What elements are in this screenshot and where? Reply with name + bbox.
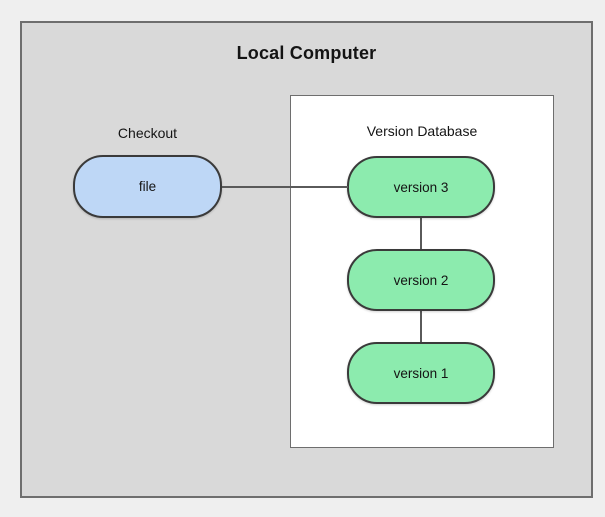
connector-file-version3 xyxy=(222,186,348,188)
file-node-label: file xyxy=(138,179,157,194)
version-node-2: version 2 xyxy=(347,249,495,311)
version-node-2-label: version 2 xyxy=(393,272,449,288)
connector-version3-version2 xyxy=(420,218,422,249)
version-database-label: Version Database xyxy=(366,123,478,139)
version-node-1: version 1 xyxy=(347,342,495,404)
version-node-3: version 3 xyxy=(347,156,495,218)
file-node: file xyxy=(73,155,222,218)
local-computer-title: Local Computer xyxy=(236,43,377,63)
local-computer-box: Local Computer Checkout file Version Dat… xyxy=(20,21,593,498)
version-node-3-label: version 3 xyxy=(393,179,449,195)
version-node-1-label: version 1 xyxy=(393,365,449,381)
connector-version2-version1 xyxy=(420,311,422,342)
version-database-box: Version Database version 3 version 2 ver… xyxy=(290,95,554,448)
checkout-label: Checkout xyxy=(117,125,178,141)
